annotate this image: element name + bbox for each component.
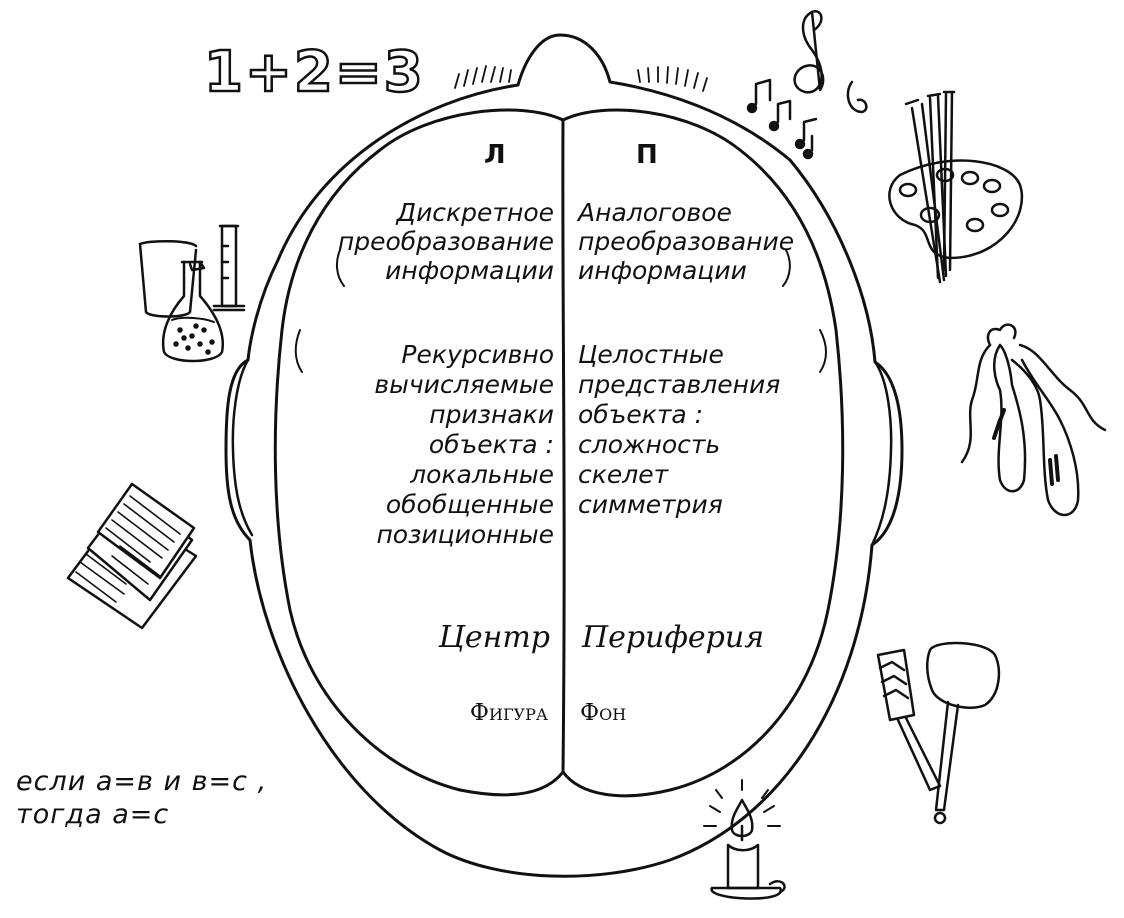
left-block2-line: позиционные xyxy=(376,520,554,549)
left-center-label: Центр xyxy=(438,620,550,655)
left-block2-line: вычисляемые xyxy=(374,370,554,399)
palette-brushes-icon xyxy=(888,90,1024,284)
logic-line: тогда а=с xyxy=(16,799,170,830)
left-block1: Дискретное преобразование информации xyxy=(338,198,554,285)
left-block1-line: информации xyxy=(385,256,554,285)
left-block1-line: преобразование xyxy=(337,227,554,256)
right-figure-label: Фон xyxy=(580,700,627,726)
left-hemisphere-label: Л xyxy=(484,140,506,170)
left-block2-line: Рекурсивно xyxy=(401,340,554,369)
hair-tufts xyxy=(454,65,708,92)
right-center-label: Периферия xyxy=(582,620,765,655)
right-block1-line: Аналоговое xyxy=(578,198,732,227)
logic-statement: если а=в и в=с , тогда а=с xyxy=(16,765,267,831)
right-block1: Аналоговое преобразование информации xyxy=(578,198,794,285)
candle-icon xyxy=(703,779,786,900)
right-block2-line: сложность xyxy=(578,430,721,459)
right-hemisphere-label: П xyxy=(636,140,658,170)
right-block2-line: Целостные xyxy=(578,340,724,369)
ballet-shoes-icon xyxy=(960,323,1107,517)
right-block2-line: представления xyxy=(578,370,781,399)
right-block2-line: скелет xyxy=(578,460,669,489)
logic-line: если а=в и в=с , xyxy=(16,766,268,797)
music-notes-icon xyxy=(746,10,868,160)
left-block2-line: обобщенные xyxy=(385,490,554,519)
right-block2-line: объекта : xyxy=(578,400,704,429)
right-block2-line: симметрия xyxy=(578,490,723,519)
right-block2: Целостные представления объекта : сложно… xyxy=(578,340,780,520)
left-block2-line: локальные xyxy=(410,460,554,489)
left-block2: Рекурсивно вычисляемые признаки объекта … xyxy=(374,340,554,550)
left-block2-line: объекта : xyxy=(428,430,554,459)
papers-icon xyxy=(66,482,198,630)
right-block1-line: преобразование xyxy=(578,227,795,256)
right-block1-line: информации xyxy=(578,256,747,285)
hammer-chisel-icon xyxy=(876,641,1001,825)
left-figure-label: Фигура xyxy=(469,700,548,726)
head-outline xyxy=(224,33,904,878)
left-block1-line: Дискретное xyxy=(396,198,554,227)
lab-glassware-icon xyxy=(138,224,246,363)
left-block2-line: признаки xyxy=(429,400,554,429)
equation-text: 1+2=3 xyxy=(203,39,425,107)
